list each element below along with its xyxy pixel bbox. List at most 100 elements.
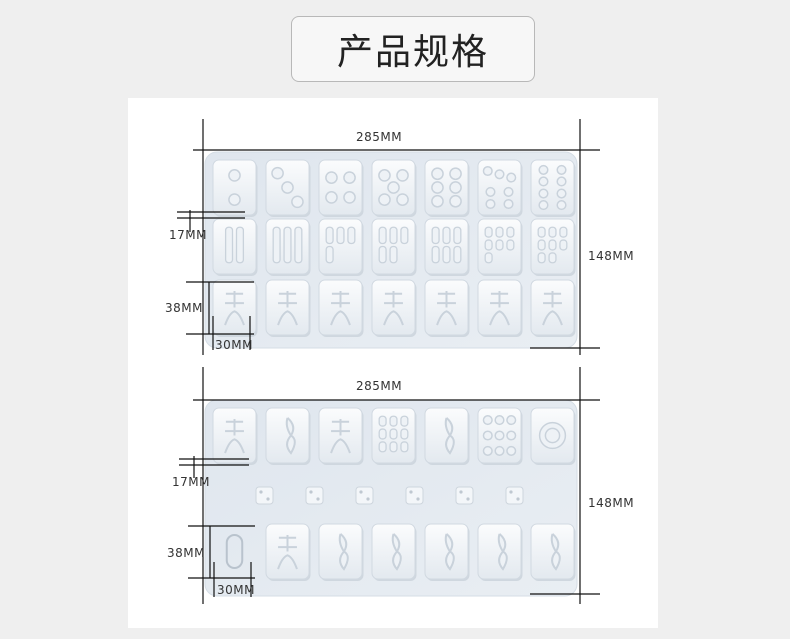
circle-pip bbox=[378, 193, 391, 206]
top-mold-tile bbox=[530, 279, 576, 337]
flower-glyph bbox=[497, 533, 508, 571]
bottom-mold-tile bbox=[265, 407, 311, 465]
bamboo-stick bbox=[283, 226, 292, 264]
bottom-mold-tile bbox=[530, 407, 576, 465]
circle-pip bbox=[325, 191, 338, 204]
bamboo-stick bbox=[506, 226, 515, 238]
bottom-mold-tile bbox=[212, 407, 258, 465]
bamboo-stick bbox=[400, 441, 409, 453]
circle-pip bbox=[494, 430, 505, 441]
top-mold-tile bbox=[371, 218, 417, 276]
bottom-mold-tile bbox=[477, 523, 523, 581]
page-title: 产品规格 bbox=[291, 16, 535, 82]
top-mold-tile bbox=[530, 218, 576, 276]
character-glyph bbox=[278, 291, 297, 308]
circle-pip bbox=[343, 191, 356, 204]
circle-pip bbox=[396, 169, 409, 182]
bottom-mold-tile bbox=[318, 407, 364, 465]
circle-pip bbox=[281, 181, 294, 194]
bamboo-stick bbox=[347, 226, 356, 245]
wan-glyph bbox=[489, 310, 510, 326]
bamboo-stick bbox=[400, 226, 409, 245]
top-mold-tile bbox=[371, 159, 417, 217]
circle-pip bbox=[482, 445, 493, 456]
bamboo-stick bbox=[224, 226, 234, 264]
bamboo-stick bbox=[378, 415, 387, 427]
circle-pip bbox=[449, 181, 462, 194]
bamboo-stick bbox=[442, 226, 451, 245]
top-mold-tile bbox=[424, 159, 470, 217]
bamboo-stick bbox=[506, 239, 515, 251]
wan-glyph bbox=[383, 310, 404, 326]
bamboo-stick bbox=[272, 226, 281, 264]
oval-cavity bbox=[225, 534, 244, 569]
circle-pip bbox=[494, 169, 505, 180]
circle-pip bbox=[506, 172, 517, 183]
bamboo-stick bbox=[400, 415, 409, 427]
circle-pip bbox=[556, 200, 567, 211]
circle-pip bbox=[228, 169, 241, 182]
bottom-height-label: 148MM bbox=[588, 496, 635, 510]
bamboo-stick bbox=[325, 245, 334, 264]
top-height-label: 148MM bbox=[588, 249, 635, 263]
character-glyph bbox=[278, 535, 297, 552]
circle-pip bbox=[449, 167, 462, 181]
flower-glyph bbox=[550, 533, 561, 571]
top-mold-tile bbox=[424, 279, 470, 337]
character-glyph bbox=[490, 291, 509, 308]
dice-cavity bbox=[255, 486, 274, 505]
character-glyph bbox=[225, 291, 244, 308]
bottom-mold-tile bbox=[424, 523, 470, 581]
circle-pip bbox=[538, 164, 549, 175]
bamboo-stick bbox=[537, 226, 546, 238]
bamboo-stick bbox=[378, 441, 387, 453]
circle-pip bbox=[494, 415, 505, 426]
circle-pip bbox=[482, 415, 493, 426]
character-glyph bbox=[543, 291, 562, 308]
circle-pip bbox=[556, 188, 567, 199]
top-mold-tile bbox=[530, 159, 576, 217]
bamboo-stick bbox=[389, 428, 398, 440]
character-glyph bbox=[225, 419, 244, 436]
top-gap-label: 17MM bbox=[169, 228, 207, 242]
wan-glyph bbox=[330, 310, 351, 326]
circle-pip bbox=[431, 194, 444, 208]
circle-pip bbox=[538, 176, 549, 187]
bamboo-stick bbox=[389, 245, 398, 264]
top-mold-tile bbox=[371, 279, 417, 337]
circle-pip bbox=[494, 445, 505, 456]
bamboo-stick bbox=[389, 415, 398, 427]
top-mold-tile bbox=[265, 159, 311, 217]
character-glyph bbox=[437, 291, 456, 308]
dice-cavity bbox=[305, 486, 324, 505]
circle-pip bbox=[431, 181, 444, 194]
circle-pip bbox=[503, 198, 514, 210]
bamboo-stick bbox=[537, 239, 546, 251]
bamboo-stick bbox=[400, 428, 409, 440]
bamboo-stick bbox=[559, 226, 568, 238]
character-glyph bbox=[331, 419, 350, 436]
bamboo-stick bbox=[537, 252, 546, 264]
circle-pip bbox=[291, 195, 304, 209]
circle-pip bbox=[396, 193, 409, 206]
circle-pip bbox=[538, 188, 549, 199]
bottom-mold-tile bbox=[530, 523, 576, 581]
bottom-mold-tile bbox=[424, 407, 470, 465]
top-tile-height-label: 38MM bbox=[165, 301, 203, 315]
bamboo-stick bbox=[389, 226, 398, 245]
bamboo-stick bbox=[294, 226, 303, 264]
bottom-mold-tile bbox=[318, 523, 364, 581]
top-mold-tile bbox=[424, 218, 470, 276]
flower-glyph bbox=[285, 417, 296, 455]
top-mold-tile bbox=[477, 159, 523, 217]
flower-glyph bbox=[391, 533, 402, 571]
top-mold-tile bbox=[212, 159, 258, 217]
circle-pip bbox=[449, 194, 462, 208]
circle-pip bbox=[556, 164, 567, 175]
wan-glyph bbox=[436, 310, 457, 326]
bamboo-stick bbox=[442, 245, 451, 264]
circle-pip bbox=[482, 430, 493, 441]
circle-pip bbox=[387, 181, 400, 194]
top-mold-tile bbox=[318, 218, 364, 276]
